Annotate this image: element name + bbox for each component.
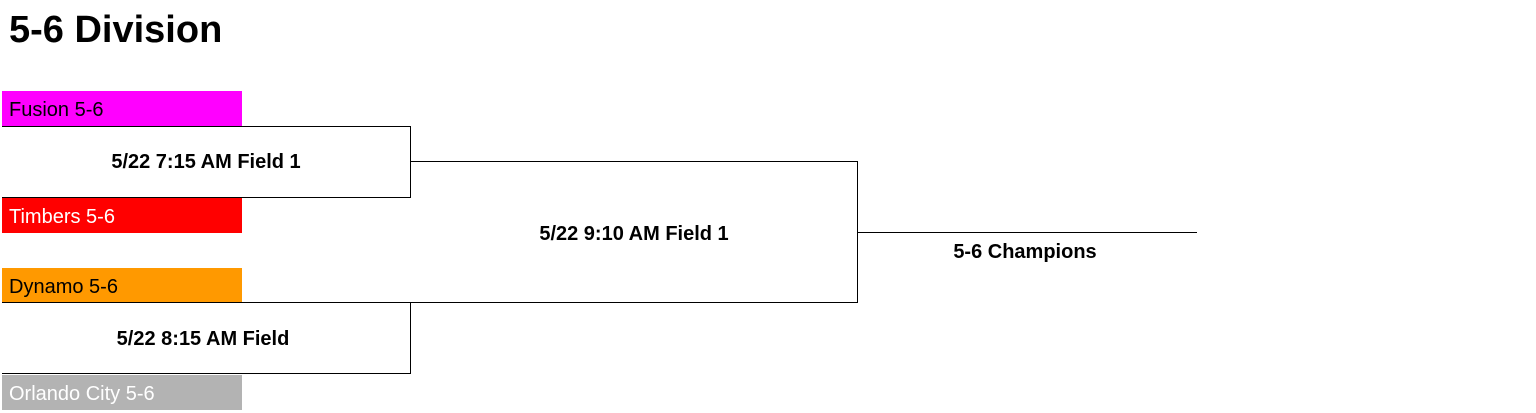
- team-orlando: Orlando City 5-6: [2, 375, 242, 410]
- semifinal-1-top-line: [2, 126, 411, 127]
- semifinal-2-label: 5/22 8:15 AM Field: [116, 328, 290, 350]
- team-timbers: Timbers 5-6: [2, 198, 242, 233]
- champion-label: 5-6 Champions: [953, 241, 1097, 263]
- team-fusion: Fusion 5-6: [2, 91, 242, 126]
- semifinal-1-bottom-line: [2, 197, 411, 198]
- semifinal-1-vertical-line: [410, 126, 411, 198]
- page-title: 5-6 Division: [9, 9, 223, 51]
- champion-line: [857, 232, 1197, 233]
- semifinal-2-top-line: [2, 302, 858, 303]
- final-top-line: [410, 161, 858, 162]
- semifinal-2-vertical-line: [410, 302, 411, 374]
- final-label: 5/22 9:10 AM Field 1: [539, 223, 729, 245]
- semifinal-1-label: 5/22 7:15 AM Field 1: [111, 151, 301, 173]
- team-dynamo: Dynamo 5-6: [2, 268, 242, 303]
- semifinal-2-bottom-line: [2, 373, 411, 374]
